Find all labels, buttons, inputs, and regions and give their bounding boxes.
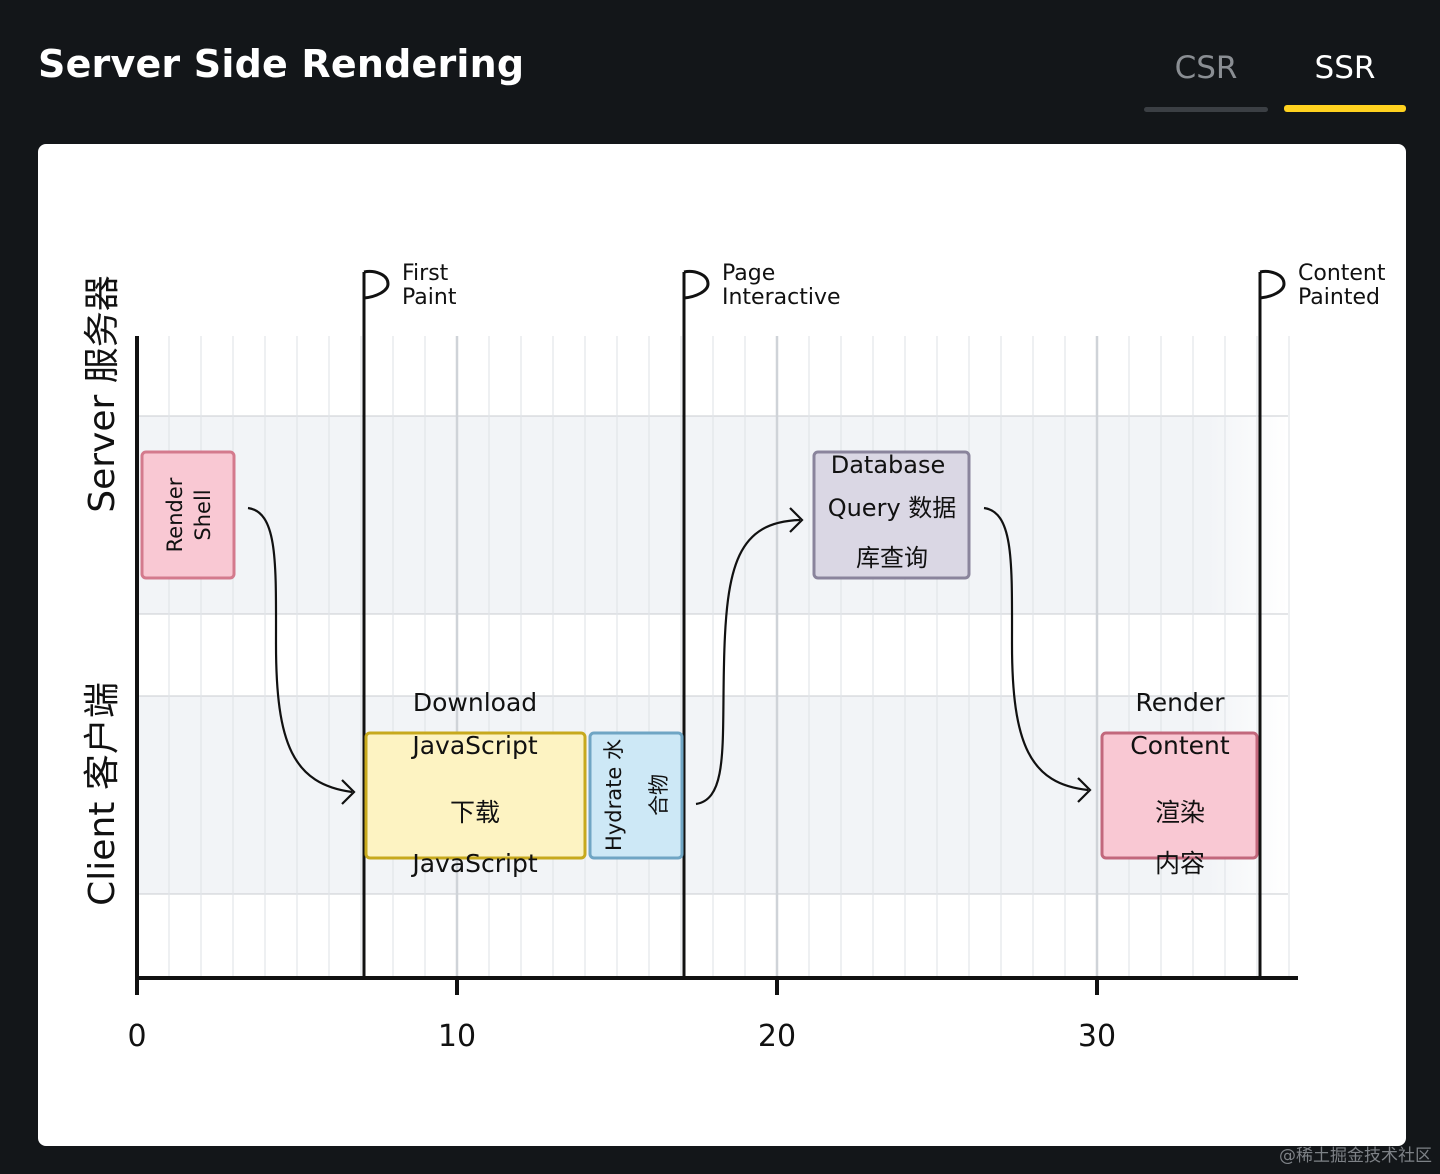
server-lane-label: Server 服务器 bbox=[82, 275, 123, 513]
task-label: Hydrate 水 bbox=[602, 739, 626, 851]
grid-lines bbox=[168, 336, 1290, 976]
task-label: 下载 bbox=[450, 798, 500, 827]
diagram-card: Server 服务器 Client 客户端 0 10 20 30 First Pain… bbox=[38, 144, 1406, 1146]
task-box bbox=[140, 450, 236, 580]
arrow-head-icon bbox=[1077, 777, 1092, 803]
milestone-label: Interactive bbox=[722, 285, 841, 310]
timeline-diagram: Server 服务器 Client 客户端 0 10 20 30 First Pain… bbox=[82, 261, 1386, 1054]
arrow-shell-to-download bbox=[247, 506, 353, 794]
client-lane-label: Client 客户端 bbox=[82, 682, 123, 906]
milestone-label: Page bbox=[722, 261, 775, 286]
tab-ssr-label: SSR bbox=[1314, 50, 1376, 86]
task-label: Render bbox=[1135, 688, 1225, 717]
arrow-head-icon bbox=[789, 507, 804, 533]
task-label: JavaScript bbox=[410, 849, 538, 878]
task-label: Render bbox=[163, 477, 187, 552]
task-db-query: Database Query 数据 库查询 bbox=[812, 450, 971, 580]
watermark: @稀土掘金技术社区 bbox=[1279, 1146, 1432, 1166]
x-tick-label: 10 bbox=[438, 1019, 476, 1054]
task-hydrate: Hydrate 水 合物 bbox=[588, 731, 684, 860]
task-label: Database bbox=[831, 451, 946, 479]
milestone-label: Painted bbox=[1298, 285, 1380, 310]
tab-csr-label: CSR bbox=[1174, 50, 1238, 86]
task-box bbox=[364, 731, 587, 860]
milestone-label: First bbox=[402, 261, 449, 286]
arrow-db-to-render bbox=[983, 506, 1089, 792]
milestone-label: Paint bbox=[402, 285, 457, 310]
task-label: Query 数据 bbox=[828, 494, 957, 522]
task-render-shell: Render Shell bbox=[140, 450, 236, 580]
x-tick-label: 0 bbox=[127, 1019, 146, 1054]
page-title: Server Side Rendering bbox=[38, 42, 525, 86]
milestone-content-painted: Content Painted bbox=[1258, 261, 1386, 978]
task-box bbox=[1100, 731, 1259, 860]
task-box bbox=[588, 731, 684, 860]
arrow-head-icon bbox=[341, 779, 356, 805]
task-label: JavaScript bbox=[410, 731, 538, 760]
task-label: 合物 bbox=[647, 774, 671, 816]
task-label: 内容 bbox=[1155, 849, 1205, 878]
task-label: 库查询 bbox=[856, 544, 928, 572]
task-label: Shell bbox=[191, 489, 215, 540]
task-render-content: Render Content 渲染 内容 bbox=[1100, 688, 1259, 878]
flag-icon bbox=[363, 270, 390, 300]
flow-arrows bbox=[247, 506, 1092, 806]
flag-icon bbox=[1259, 270, 1286, 300]
tab-ssr-underline bbox=[1284, 105, 1406, 112]
flag-icon bbox=[683, 270, 710, 300]
task-box bbox=[812, 450, 971, 580]
task-label: 渲染 bbox=[1155, 798, 1205, 827]
x-axis-ticks: 0 10 20 30 bbox=[127, 978, 1116, 1054]
x-tick-label: 20 bbox=[758, 1019, 796, 1054]
milestone-page-interactive: Page Interactive bbox=[682, 261, 841, 978]
tab-csr[interactable]: CSR bbox=[1144, 40, 1268, 112]
tab-csr-underline bbox=[1144, 107, 1268, 112]
task-label: Download bbox=[413, 688, 537, 717]
tab-ssr[interactable]: SSR bbox=[1284, 40, 1406, 112]
arrow-hydrate-to-db bbox=[695, 518, 801, 806]
task-download-js: Download JavaScript 下载 JavaScript bbox=[364, 688, 587, 878]
milestone-label: Content bbox=[1298, 261, 1386, 286]
x-tick-label: 30 bbox=[1078, 1019, 1116, 1054]
task-label: Content bbox=[1130, 731, 1230, 760]
milestone-first-paint: First Paint bbox=[362, 261, 457, 978]
